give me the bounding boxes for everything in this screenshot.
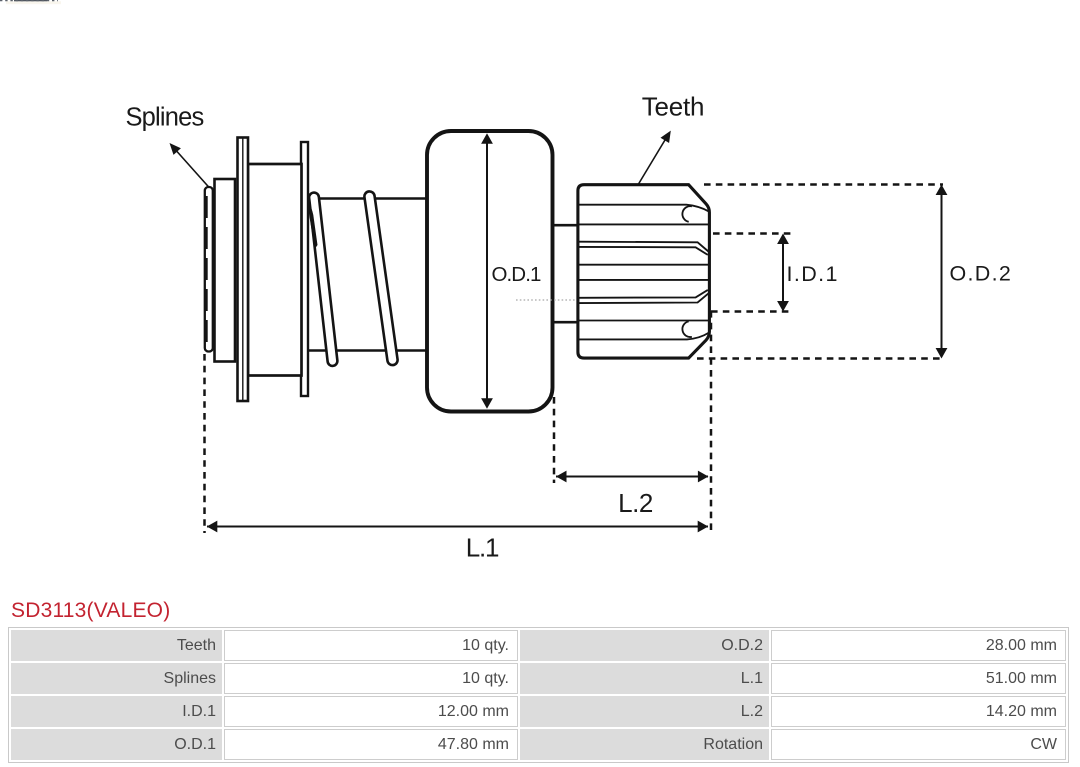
- svg-text:O.D.1: O.D.1: [491, 263, 541, 286]
- svg-text:L.2: L.2: [618, 488, 653, 518]
- svg-text:Teeth: Teeth: [642, 92, 705, 122]
- svg-text:Splines: Splines: [125, 104, 203, 132]
- svg-text:I.D.1: I.D.1: [787, 262, 839, 286]
- svg-text:L.1: L.1: [466, 533, 499, 563]
- svg-text:O.D.2: O.D.2: [950, 262, 1013, 286]
